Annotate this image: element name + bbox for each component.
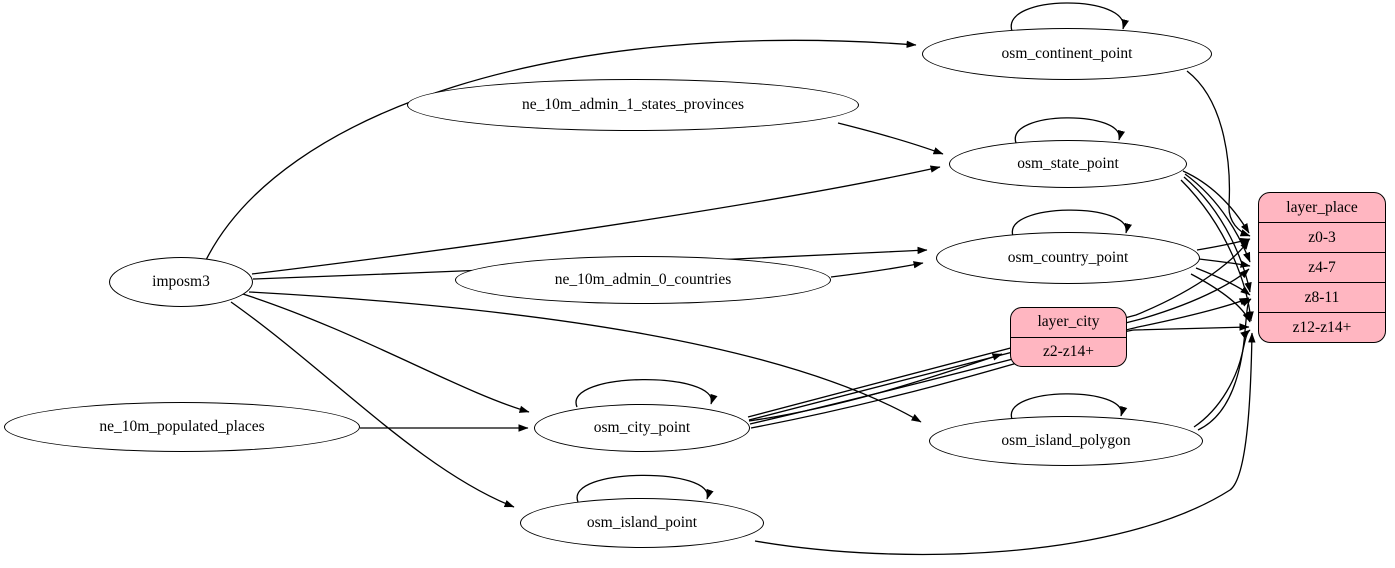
edge-osm_city_point-to-osm_city_point — [575, 378, 718, 408]
node-osm-country-point: osm_country_point — [936, 232, 1200, 284]
node-osm-island-point: osm_island_point — [520, 498, 764, 548]
edge-osm_state_point-to-layer_place-z4-7 — [1184, 173, 1251, 263]
edge-ne_10m_admin_1_states_provinces-to-osm_state_point — [837, 122, 944, 155]
edge-osm_island_point-to-osm_island_point — [576, 474, 714, 503]
layer-city-row-z2-z14: z2-z14+ — [1011, 336, 1126, 367]
node-osm-city-point-label: osm_city_point — [593, 419, 691, 436]
edge-imposm3-to-osm_city_point — [242, 293, 530, 413]
edge-imposm3-to-osm_continent_point — [204, 39, 917, 263]
layer-place-row-z0-3: z0-3 — [1259, 222, 1385, 252]
edge-imposm3-to-osm_island_point — [230, 301, 515, 508]
layer-place-row-z4-7: z4-7 — [1259, 252, 1385, 282]
edge-osm_state_point-to-layer_place-z0-3 — [1182, 170, 1250, 234]
edge-osm_state_point-to-layer_place-z8-11 — [1183, 176, 1252, 293]
layer-place-row-z8-11: z8-11 — [1259, 282, 1385, 312]
layer-place-title: layer_place — [1286, 198, 1358, 216]
node-osm-city-point: osm_city_point — [534, 404, 750, 452]
edge-osm_city_point-to-layer_place-z8-11 — [749, 297, 1250, 425]
node-ne-10m-admin-0-countries-label: ne_10m_admin_0_countries — [554, 271, 732, 288]
node-osm-continent-point-label: osm_continent_point — [1001, 45, 1133, 62]
node-osm-island-point-label: osm_island_point — [586, 514, 698, 531]
node-ne-10m-populated-places-label: ne_10m_populated_places — [99, 418, 265, 435]
node-ne-10m-populated-places: ne_10m_populated_places — [4, 402, 360, 452]
edge-imposm3-to-osm_state_point — [251, 165, 941, 275]
edge-osm_continent_point-to-osm_continent_point — [1010, 2, 1129, 32]
edge-osm_state_point-to-osm_state_point — [1014, 117, 1125, 144]
edge-osm_country_point-to-osm_country_point — [1011, 209, 1132, 237]
edge-osm_country_point-to-layer_place-z12-z14- — [1190, 273, 1251, 323]
edge-osm_island_point-to-layer_place-z12-z14- — [754, 332, 1256, 556]
edge-osm_continent_point-to-layer_place-z0-3 — [1186, 70, 1251, 237]
node-osm-continent-point: osm_continent_point — [922, 28, 1212, 80]
node-layer-city: layer_city z2-z14+ — [1010, 307, 1127, 367]
node-osm-state-point: osm_state_point — [949, 140, 1187, 188]
layer-city-title: layer_city — [1037, 313, 1100, 331]
edge-osm_island_polygon-to-layer_place-z12-z14- — [1193, 329, 1251, 428]
node-ne-10m-admin-1-states-provinces: ne_10m_admin_1_states_provinces — [407, 79, 859, 131]
node-osm-country-point-label: osm_country_point — [1007, 249, 1129, 266]
node-ne-10m-admin-1-states-provinces-label: ne_10m_admin_1_states_provinces — [521, 96, 745, 113]
edge-osm_city_point-to-layer_place-z12-z14- — [750, 323, 1250, 429]
edge-osm_island_polygon-to-layer_place-z8-11 — [1197, 298, 1252, 431]
node-layer-place: layer_place z0-3 z4-7 z8-11 z12-z14+ — [1258, 192, 1386, 343]
node-imposm3-label: imposm3 — [152, 273, 210, 290]
node-osm-state-point-label: osm_state_point — [1017, 155, 1119, 172]
node-osm-island-polygon: osm_island_polygon — [929, 416, 1203, 466]
edge-osm_island_polygon-to-osm_island_polygon — [1011, 393, 1128, 420]
node-imposm3: imposm3 — [109, 257, 253, 307]
edge-ne_10m_admin_0_countries-to-osm_country_point — [830, 261, 924, 278]
edge-osm_country_point-to-layer_place-z4-7 — [1198, 258, 1251, 268]
layer-place-row-z12-z14: z12-z14+ — [1259, 312, 1385, 342]
node-osm-island-polygon-label: osm_island_polygon — [1001, 432, 1131, 449]
edge-imposm3-to-osm_island_polygon — [248, 291, 922, 423]
node-ne-10m-admin-0-countries: ne_10m_admin_0_countries — [455, 256, 831, 304]
